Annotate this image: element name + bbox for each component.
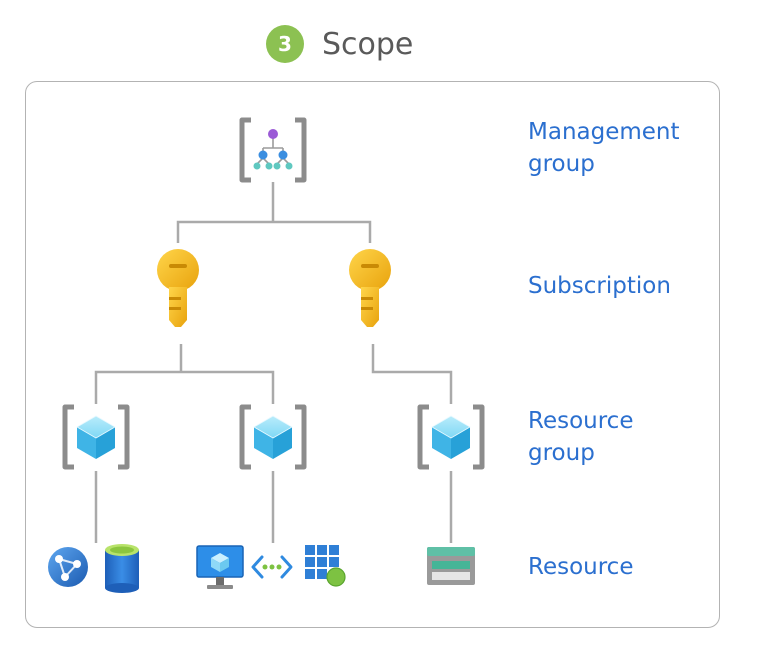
scope-header: 3 Scope <box>266 24 413 64</box>
resource-group-icon-2 <box>242 407 304 467</box>
subscription-key-icon-right <box>349 249 391 327</box>
connector-lines <box>94 182 453 543</box>
resource-group-icon-1 <box>65 407 127 467</box>
step-number-badge: 3 <box>266 25 304 63</box>
label-resource-group: Resource group <box>528 408 634 466</box>
label-management-group: Management group <box>528 119 680 177</box>
globe-network-icon <box>48 547 88 587</box>
database-icon <box>105 544 139 593</box>
label-subscription: Subscription <box>528 273 671 299</box>
label-resource: Resource <box>528 554 634 580</box>
resource-group-icon-3 <box>420 407 482 467</box>
management-group-icon <box>242 120 304 180</box>
grid-app-icon <box>305 545 346 587</box>
subscription-key-icon-left <box>157 249 199 327</box>
storage-icon <box>427 547 475 585</box>
virtual-machine-icon <box>196 545 244 589</box>
network-interface-icon <box>251 555 293 579</box>
scope-title: Scope <box>322 26 414 62</box>
scope-frame <box>25 81 720 628</box>
